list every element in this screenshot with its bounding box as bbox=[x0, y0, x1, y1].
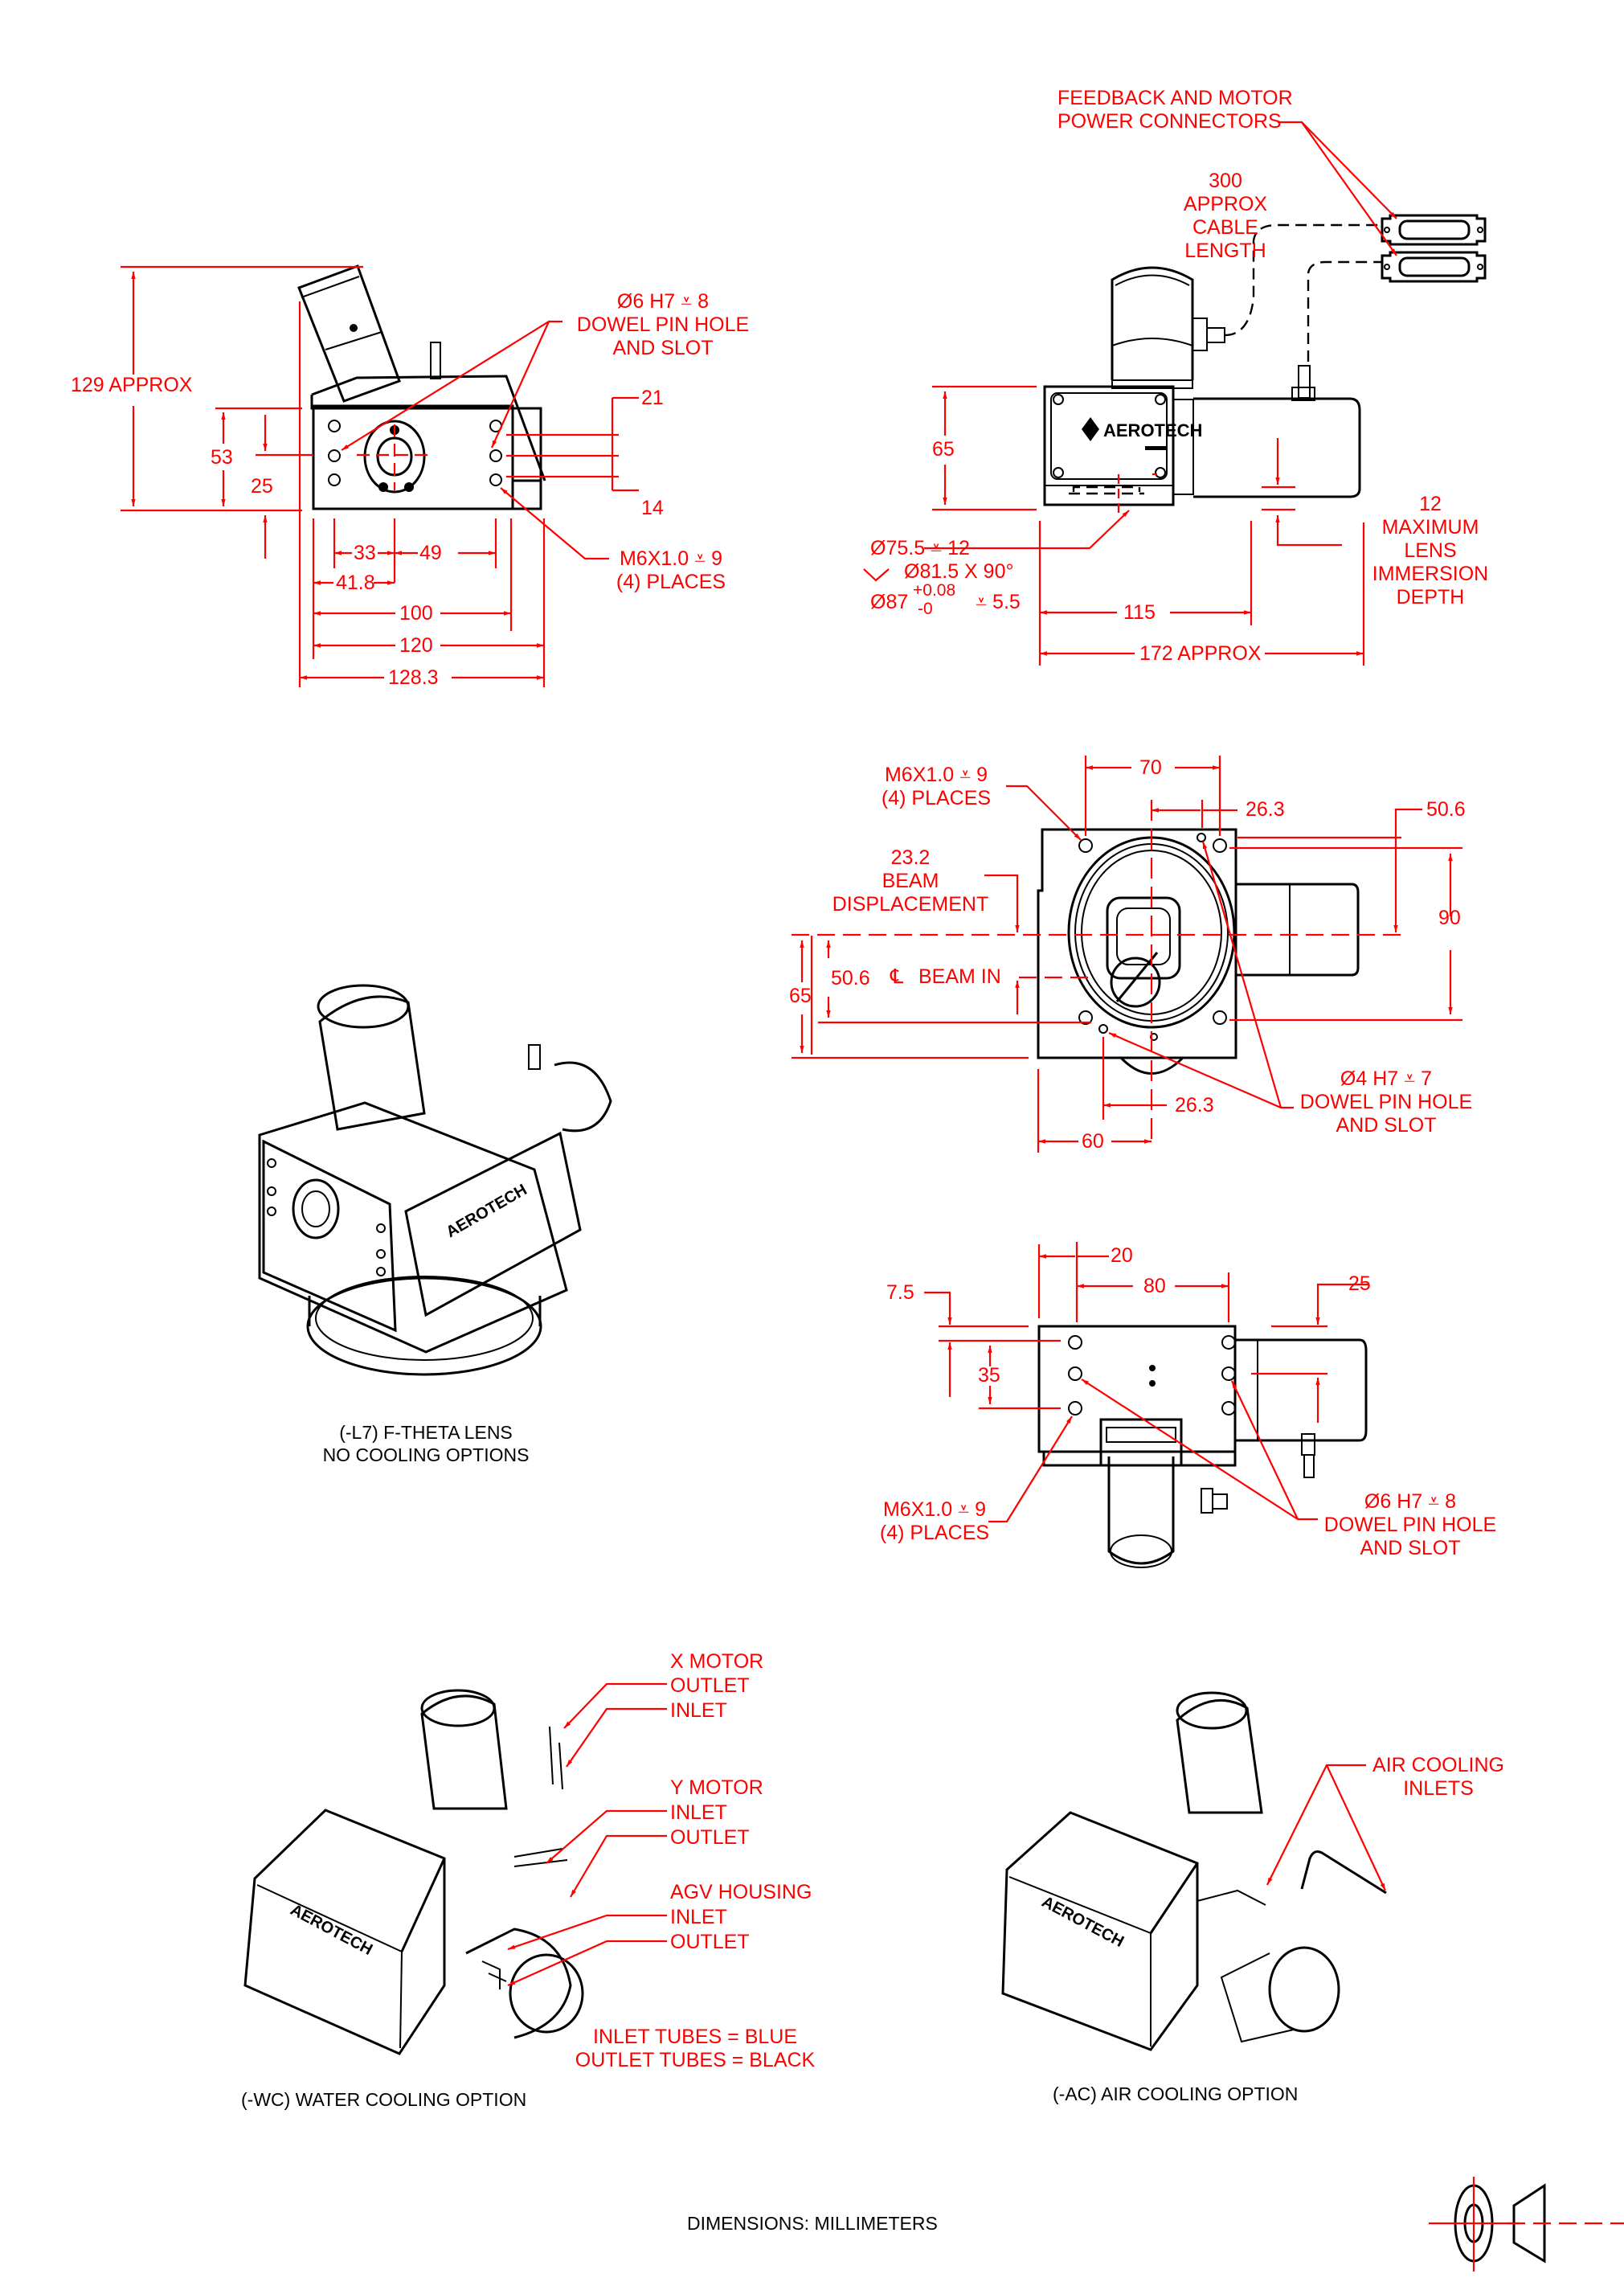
db25-connector-2 bbox=[1381, 251, 1487, 283]
third-angle-projection-icon bbox=[1429, 2177, 1624, 2272]
bore-87: Ø87 bbox=[870, 591, 909, 613]
caption-wc: (-WC) WATER COOLING OPTION bbox=[241, 2089, 527, 2110]
dim-90: 90 bbox=[1438, 907, 1461, 929]
dim-65-bottom: 65 bbox=[789, 985, 812, 1007]
dim-14: 14 bbox=[641, 497, 664, 519]
bottom-holes bbox=[1078, 833, 1227, 1041]
top-thread-callout: M6X1.0 ⩡ 9 (4) PLACES bbox=[879, 1498, 990, 1544]
tube-color-legend: INLET TUBES = BLUE OUTLET TUBES = BLACK bbox=[575, 2026, 816, 2071]
label-x-outlet: OUTLET bbox=[670, 1674, 750, 1697]
label-y-outlet: OUTLET bbox=[670, 1826, 750, 1849]
dim-50-6-right: 50.6 bbox=[1426, 798, 1466, 821]
top-holes bbox=[1068, 1335, 1236, 1415]
motor-body bbox=[297, 264, 401, 403]
label-agv-housing: AGV HOUSING bbox=[670, 1881, 812, 1903]
aerotech-logo-text: AEROTECH bbox=[1103, 420, 1202, 440]
dim-172-approx: 172 APPROX bbox=[1139, 642, 1262, 665]
label-x-motor: X MOTOR bbox=[670, 1650, 764, 1673]
side-dowel-callout: Ø6 H7 ⩡ 8 DOWEL PIN HOLE AND SLOT bbox=[576, 290, 750, 359]
cable-length-label: 300 APPROX CABLE LENGTH bbox=[1183, 170, 1268, 262]
dim-128-3: 128.3 bbox=[388, 666, 439, 689]
centerline-symbol: ℄ bbox=[890, 965, 904, 988]
dim-25-top: 25 bbox=[1348, 1272, 1371, 1295]
label-y-motor: Y MOTOR bbox=[670, 1776, 763, 1799]
dim-7-5: 7.5 bbox=[886, 1281, 914, 1304]
top-view bbox=[924, 1242, 1368, 1568]
dim-120: 120 bbox=[399, 634, 433, 657]
bore-87-tol-minus: -0 bbox=[918, 600, 933, 618]
dim-60: 60 bbox=[1082, 1130, 1104, 1153]
dim-20: 20 bbox=[1111, 1244, 1133, 1267]
aerotech-logo-iso-l7: AEROTECH bbox=[444, 1181, 530, 1241]
beam-in-label: BEAM IN bbox=[918, 965, 1001, 988]
aerotech-logo-iso-wc: AEROTECH bbox=[288, 1901, 375, 1959]
dim-115: 115 bbox=[1123, 601, 1156, 624]
immersion-depth-label: 12 MAXIMUM LENS IMMERSION DEPTH bbox=[1372, 493, 1489, 608]
bore-87-depth: ⩡ 5.5 bbox=[976, 591, 1021, 613]
iso-wc-view: AEROTECH bbox=[243, 1682, 667, 2055]
bore-87-tol-plus: +0.08 bbox=[913, 581, 956, 600]
dim-129-approx: 129 APPROX bbox=[71, 374, 193, 396]
dim-49: 49 bbox=[419, 542, 442, 564]
db25-connector-1 bbox=[1381, 214, 1487, 246]
front-view: AEROTECH bbox=[863, 121, 1487, 666]
caption-ac: (-AC) AIR COOLING OPTION bbox=[1053, 2083, 1299, 2104]
label-agv-inlet: INLET bbox=[670, 1906, 727, 1928]
air-cooling-callout: AIR COOLING INLETS bbox=[1372, 1754, 1504, 1800]
beam-displacement-label: 23.2 BEAM DISPLACEMENT bbox=[832, 846, 989, 916]
aerotech-logo-iso-ac: AEROTECH bbox=[1039, 1893, 1127, 1951]
dim-65-front: 65 bbox=[932, 438, 955, 461]
side-view bbox=[121, 264, 639, 687]
dim-70: 70 bbox=[1139, 756, 1162, 779]
housing-face bbox=[312, 404, 514, 510]
iso-l7-view: AEROTECH bbox=[258, 984, 612, 1376]
caption-l7: (-L7) F-THETA LENS NO COOLING OPTIONS bbox=[322, 1422, 530, 1465]
dim-26-3-bottom: 26.3 bbox=[1175, 1094, 1214, 1116]
dim-35: 35 bbox=[978, 1364, 1000, 1387]
dim-80: 80 bbox=[1143, 1275, 1166, 1297]
dim-26-3-top: 26.3 bbox=[1246, 798, 1285, 821]
bore-75-5: Ø75.5 ⩡ 12 bbox=[870, 537, 970, 559]
dim-100: 100 bbox=[399, 602, 433, 625]
dim-41-8: 41.8 bbox=[336, 572, 375, 594]
label-x-inlet: INLET bbox=[670, 1699, 727, 1722]
label-y-inlet: INLET bbox=[670, 1801, 727, 1824]
dim-21: 21 bbox=[641, 387, 664, 409]
dim-25: 25 bbox=[251, 475, 273, 498]
units-note: DIMENSIONS: MILLIMETERS bbox=[687, 2213, 938, 2234]
dim-50-6-left: 50.6 bbox=[831, 967, 870, 989]
dim-33: 33 bbox=[354, 542, 376, 564]
dim-53: 53 bbox=[211, 446, 233, 469]
side-thread-callout: M6X1.0 ⩡ 9 (4) PLACES bbox=[616, 547, 726, 593]
top-dowel-callout: Ø6 H7 ⩡ 8 DOWEL PIN HOLE AND SLOT bbox=[1323, 1490, 1497, 1559]
bore-81-5: Ø81.5 X 90° bbox=[904, 560, 1014, 583]
bottom-view bbox=[792, 756, 1462, 1153]
iso-ac-view: AEROTECH bbox=[1001, 1691, 1387, 2051]
bottom-thread-callout: M6X1.0 ⩡ 9 (4) PLACES bbox=[881, 764, 992, 809]
label-agv-outlet: OUTLET bbox=[670, 1931, 750, 1953]
connectors-callout: FEEDBACK AND MOTOR POWER CONNECTORS bbox=[1057, 87, 1293, 133]
bottom-dowel-callout: Ø4 H7 ⩡ 7 DOWEL PIN HOLE AND SLOT bbox=[1299, 1067, 1473, 1137]
